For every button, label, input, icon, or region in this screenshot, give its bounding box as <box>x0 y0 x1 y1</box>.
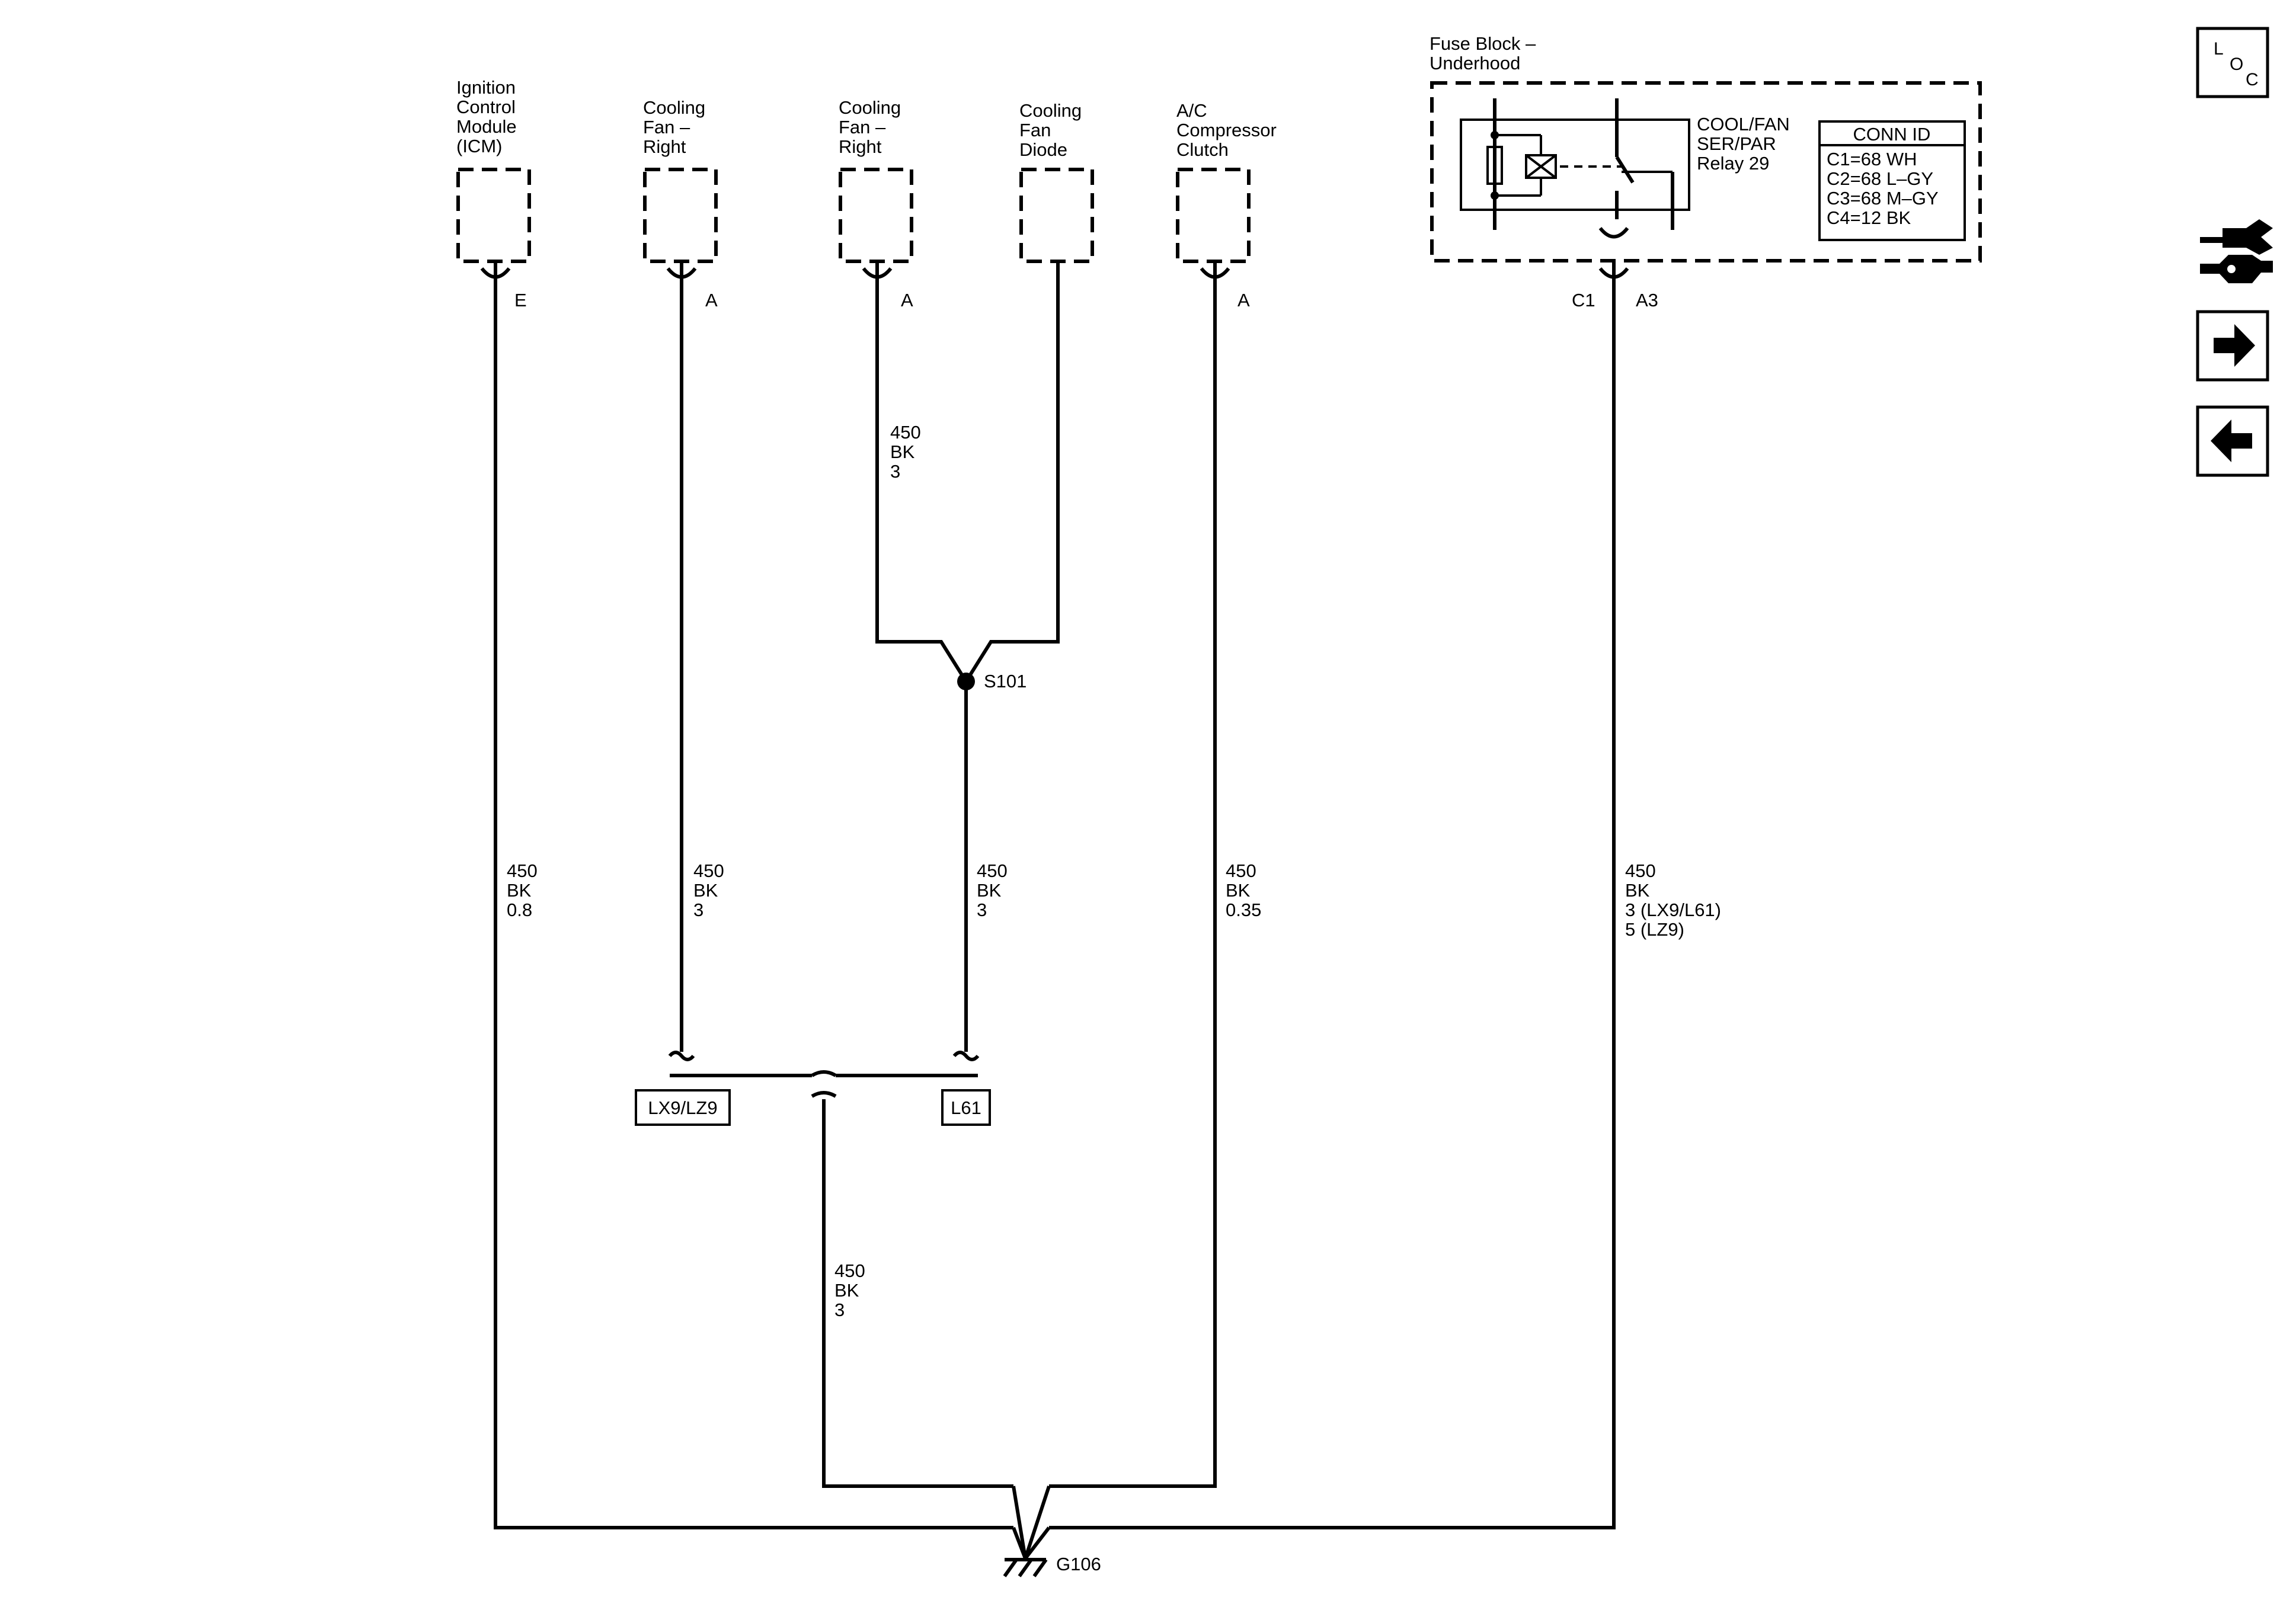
svg-text:Diode: Diode <box>1019 139 1067 160</box>
svg-text:BK: BK <box>890 441 915 462</box>
svg-text:Underhood: Underhood <box>1430 53 1520 73</box>
wire-label-common: 450 BK 3 <box>834 1260 865 1320</box>
svg-text:C3=68 M–GY: C3=68 M–GY <box>1827 188 1939 209</box>
svg-text:Module: Module <box>456 116 517 137</box>
back-arrow-icon[interactable] <box>2196 405 2269 477</box>
svg-text:BK: BK <box>693 880 718 901</box>
splice-s101-label: S101 <box>984 671 1027 692</box>
relay-symbol <box>1460 98 1690 230</box>
ac-compressor-clutch-label: A/C Compressor Clutch <box>1176 100 1277 160</box>
svg-text:O: O <box>2230 55 2243 74</box>
svg-text:BK: BK <box>834 1280 859 1301</box>
svg-text:Cooling: Cooling <box>1019 100 1082 121</box>
wire-label-icm: 450 BK 0.8 <box>507 860 538 920</box>
svg-text:Ignition: Ignition <box>456 77 516 98</box>
svg-text:0.8: 0.8 <box>507 900 532 920</box>
next-arrow-icon[interactable] <box>2196 310 2269 382</box>
svg-text:COOL/FAN: COOL/FAN <box>1697 114 1790 135</box>
wires <box>494 261 1616 1560</box>
option-box-l61: L61 <box>941 1089 991 1126</box>
conn-id-table: CONN ID C1=68 WH C2=68 L–GY C3=68 M–GY C… <box>1818 120 1966 241</box>
loc-icon[interactable]: L O C <box>2196 27 2269 98</box>
svg-text:Relay 29: Relay 29 <box>1697 153 1769 174</box>
svg-text:0.35: 0.35 <box>1226 900 1261 920</box>
option-break <box>668 1051 980 1098</box>
svg-text:CONN ID: CONN ID <box>1853 124 1931 145</box>
svg-text:450: 450 <box>1226 860 1256 881</box>
svg-text:Fan: Fan <box>1019 120 1051 140</box>
svg-text:C4=12 BK: C4=12 BK <box>1827 207 1911 228</box>
ground-g106-label: G106 <box>1056 1554 1101 1574</box>
svg-text:C1=68 WH: C1=68 WH <box>1827 149 1917 169</box>
wire-label-ac-clutch: 450 BK 0.35 <box>1226 860 1261 920</box>
connector-fan-right-2 <box>862 261 893 279</box>
connector-icm <box>480 261 511 279</box>
wire-label-fan-right-2: 450 BK 3 <box>890 422 921 482</box>
svg-text:Clutch: Clutch <box>1176 139 1229 160</box>
fuse-block-label: Fuse Block – Underhood <box>1430 33 1536 73</box>
connector-tool-icon[interactable] <box>2200 219 2273 283</box>
svg-text:450: 450 <box>890 422 921 443</box>
cooling-fan-right-1-label: Cooling Fan – Right <box>643 97 705 157</box>
wire-label-fan-right-1: 450 BK 3 <box>693 860 724 920</box>
svg-text:L61: L61 <box>951 1097 981 1118</box>
connector-fan-right-1 <box>666 261 697 279</box>
svg-text:3: 3 <box>977 900 987 920</box>
svg-text:Fan –: Fan – <box>839 117 886 137</box>
svg-text:3: 3 <box>834 1299 845 1320</box>
svg-text:450: 450 <box>977 860 1008 881</box>
svg-text:450: 450 <box>834 1260 865 1281</box>
svg-text:BK: BK <box>1625 880 1650 901</box>
svg-text:Compressor: Compressor <box>1176 120 1277 140</box>
svg-text:Cooling: Cooling <box>839 97 901 118</box>
svg-text:BK: BK <box>507 880 532 901</box>
svg-text:Fan –: Fan – <box>643 117 690 137</box>
svg-text:450: 450 <box>507 860 538 881</box>
svg-text:3: 3 <box>890 461 900 482</box>
svg-text:3 (LX9/L61): 3 (LX9/L61) <box>1625 900 1721 920</box>
svg-text:A/C: A/C <box>1176 100 1207 121</box>
svg-text:3: 3 <box>693 900 703 920</box>
svg-text:SER/PAR: SER/PAR <box>1697 133 1776 154</box>
pin-fuse-conn: C1 <box>1572 290 1595 311</box>
svg-text:BK: BK <box>977 880 1002 901</box>
pin-fan-right-1: A <box>705 290 718 311</box>
icm-box <box>456 168 531 263</box>
cooling-fan-right-2-label: Cooling Fan – Right <box>839 97 901 157</box>
wire-label-s101-lower: 450 BK 3 <box>977 860 1008 920</box>
svg-text:Control: Control <box>456 97 516 117</box>
svg-text:Cooling: Cooling <box>643 97 705 118</box>
cooling-fan-diode-box <box>1019 168 1094 263</box>
cooling-fan-right-2-box <box>839 168 913 263</box>
svg-text:Right: Right <box>643 136 686 157</box>
svg-text:Right: Right <box>839 136 882 157</box>
connector-ac-clutch <box>1200 261 1230 279</box>
svg-text:450: 450 <box>693 860 724 881</box>
splice-s101 <box>957 673 975 690</box>
svg-text:C: C <box>2246 70 2259 89</box>
svg-text:Fuse Block –: Fuse Block – <box>1430 33 1536 54</box>
relay-label: COOL/FAN SER/PAR Relay 29 <box>1697 114 1790 174</box>
pin-fuse-a3: A3 <box>1636 290 1658 311</box>
svg-text:LX9/LZ9: LX9/LZ9 <box>648 1097 717 1118</box>
cooling-fan-right-1-box <box>643 168 718 263</box>
icm-label: Ignition Control Module (ICM) <box>456 77 517 156</box>
cooling-fan-diode-label: Cooling Fan Diode <box>1019 100 1082 160</box>
pin-icm: E <box>514 290 527 311</box>
svg-text:BK: BK <box>1226 880 1251 901</box>
svg-text:(ICM): (ICM) <box>456 136 502 156</box>
ground-g106 <box>1003 1558 1048 1577</box>
wire-label-fuse-block: 450 BK 3 (LX9/L61) 5 (LZ9) <box>1625 860 1721 940</box>
svg-text:5 (LZ9): 5 (LZ9) <box>1625 919 1684 940</box>
connector-fuse-block <box>1598 227 1629 279</box>
pin-fan-right-2: A <box>901 290 913 311</box>
pin-ac-clutch: A <box>1237 290 1250 311</box>
svg-text:450: 450 <box>1625 860 1656 881</box>
option-box-lx9-lz9: LX9/LZ9 <box>635 1089 731 1126</box>
fuse-block-box <box>1430 81 1982 263</box>
ac-compressor-clutch-box <box>1176 168 1251 263</box>
svg-text:C2=68 L–GY: C2=68 L–GY <box>1827 168 1933 189</box>
svg-text:L: L <box>2214 39 2224 59</box>
